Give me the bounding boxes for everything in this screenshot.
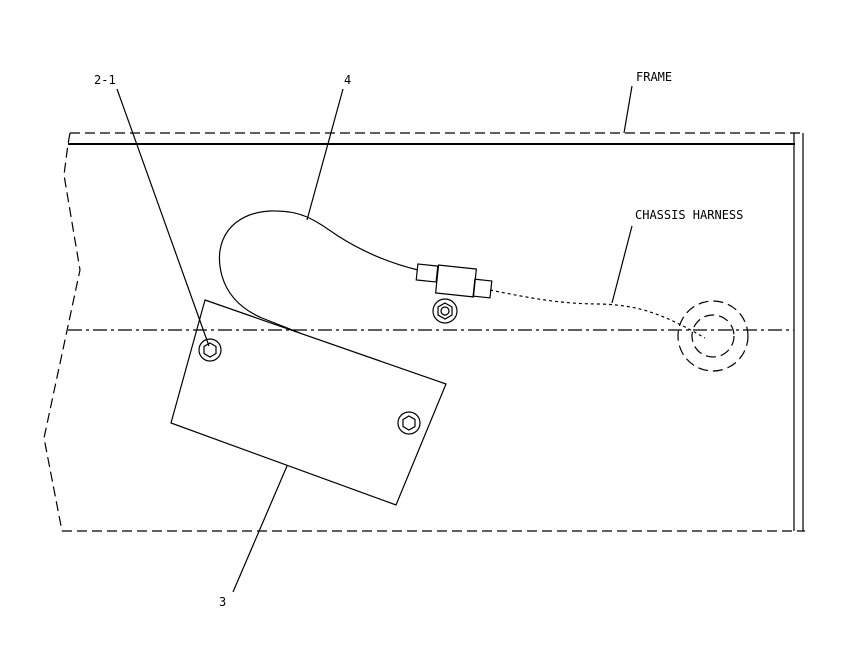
- leader-2-1: [116, 88, 210, 347]
- connector-nut-hole: [440, 306, 450, 316]
- connector-body-center: [434, 264, 478, 298]
- leader-lines: [116, 85, 633, 593]
- bolt-left-hex: [203, 342, 217, 358]
- bolt-left-washer: [198, 338, 222, 362]
- grommet-outer-circle: [677, 300, 749, 372]
- connector-nut-outer: [432, 298, 458, 324]
- callout-2-1: 2-1: [94, 73, 116, 87]
- connector-body-right: [472, 278, 493, 299]
- grommet-inner-circle: [691, 314, 735, 358]
- plate-outline: [170, 299, 447, 506]
- frame-label: FRAME: [636, 70, 672, 84]
- harness-loop-wire: [218, 210, 419, 319]
- frame-break-line: [43, 132, 81, 532]
- harness-connector: [415, 263, 493, 324]
- bolt-right-hex: [402, 415, 416, 431]
- callout-3: 3: [219, 595, 226, 609]
- bolt-right-washer: [397, 411, 421, 435]
- callout-4: 4: [344, 73, 351, 87]
- chassis-harness-wire: [489, 289, 706, 339]
- leader-4: [306, 88, 344, 221]
- leader-chassis-harness: [611, 225, 633, 304]
- connector-nut-hex: [437, 302, 453, 320]
- connector-body-left: [415, 263, 439, 283]
- leader-frame: [623, 85, 633, 134]
- harness: [218, 210, 749, 372]
- mounting-plate: [170, 299, 447, 506]
- leader-3: [232, 465, 288, 593]
- frame: [43, 132, 805, 532]
- chassis-harness-label: CHASSIS HARNESS: [635, 208, 743, 222]
